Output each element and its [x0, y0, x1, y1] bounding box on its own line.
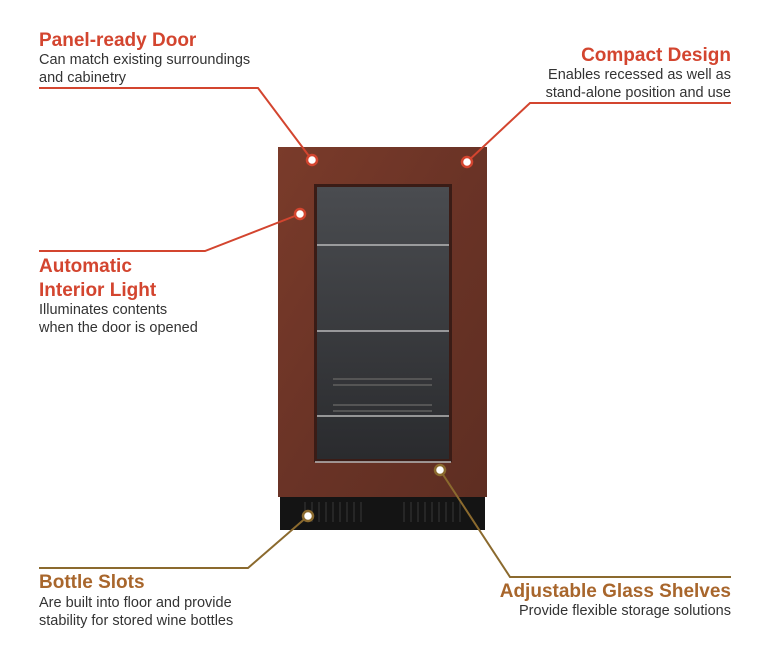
bottle-desc-2: stability for stored wine bottles [39, 613, 234, 629]
marker-dot [293, 207, 307, 221]
marker-dot [301, 509, 315, 523]
grille-vents [304, 502, 461, 522]
base-grille [280, 497, 485, 530]
shelves-desc: Provide flexible storage solutions [519, 603, 731, 619]
compact-desc-2: stand-alone position and use [545, 85, 731, 101]
panel-door-desc-2: and cabinetry [39, 70, 127, 86]
marker-dot [433, 463, 447, 477]
callout-line-compact [466, 102, 731, 163]
glass-window [317, 187, 449, 459]
panel-door-desc-1: Can match existing surroundings [39, 52, 251, 68]
glass-shelves [315, 244, 451, 463]
light-title-1: Automatic [39, 256, 132, 277]
marker-dot [460, 155, 474, 169]
light-desc-1: Illuminates contents [39, 302, 168, 318]
bottle-desc-1: Are built into floor and provide [39, 595, 232, 611]
compact-title: Compact Design [581, 45, 731, 66]
callout-line-light [39, 213, 301, 252]
callout-line-panel-door [39, 87, 313, 161]
compact-desc-1: Enables recessed as well as [548, 67, 731, 83]
wine-racks [333, 378, 432, 412]
callout-line-bottle [39, 515, 309, 569]
shelves-title: Adjustable Glass Shelves [499, 581, 731, 602]
callout-line-shelves [439, 469, 731, 578]
marker-dot [305, 153, 319, 167]
fridge-body [278, 147, 487, 530]
bottle-title: Bottle Slots [39, 572, 145, 593]
panel-door-title: Panel-ready Door [39, 30, 197, 51]
light-title-2: Interior Light [39, 280, 157, 301]
light-desc-2: when the door is opened [39, 320, 198, 336]
